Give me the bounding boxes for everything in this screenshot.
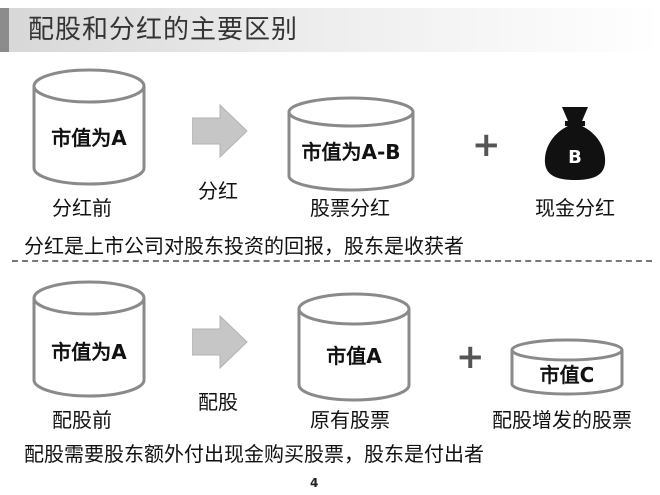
- caption-cash-dividend: 现金分红: [535, 196, 615, 220]
- cylinder-label: 市值A: [326, 344, 382, 368]
- slide-title: 配股和分红的主要区别: [28, 15, 299, 45]
- cylinder-label: 市值为A: [51, 340, 127, 364]
- caption-new-shares: 配股增发的股票: [492, 408, 632, 432]
- caption-before-dividend: 分红前: [52, 196, 112, 220]
- summary-dividend: 分红是上市公司对股东投资的回报，股东是收获者: [24, 234, 464, 258]
- money-bag-icon: B: [544, 107, 606, 180]
- cylinder-label: 市值为A-B: [301, 140, 401, 164]
- section-divider: [12, 260, 652, 262]
- right-arrow-icon: [192, 315, 248, 369]
- caption-original-shares: 原有股票: [310, 408, 390, 432]
- cylinder-before-dividend: 市值为A: [32, 68, 146, 186]
- arrow-label-dividend: 分红: [198, 179, 238, 203]
- plus-sign: +: [456, 337, 485, 377]
- cylinder-before-rights-issue: 市值为A: [32, 280, 146, 398]
- cylinder-label: 市值为A: [51, 126, 127, 150]
- cylinder-new-shares: 市值C: [510, 338, 624, 396]
- cylinder-shape: [297, 292, 411, 402]
- cylinder-shape: [287, 96, 415, 192]
- summary-rights-issue: 配股需要股东额外付出现金购买股票，股东是付出者: [24, 442, 484, 466]
- right-arrow-icon: [192, 104, 248, 158]
- caption-before-rights-issue: 配股前: [52, 408, 112, 432]
- cylinder-shape: [510, 338, 624, 396]
- cylinder-label: 市值C: [539, 363, 595, 387]
- page-number: 4: [310, 476, 319, 490]
- money-bag-letter: B: [568, 147, 582, 168]
- cylinder-shape: [32, 68, 146, 186]
- title-bar: [0, 8, 660, 52]
- cylinder-shape: [32, 280, 146, 398]
- plus-sign: +: [472, 125, 501, 165]
- cylinder-original-shares: 市值A: [297, 292, 411, 402]
- caption-stock-dividend: 股票分红: [310, 196, 390, 220]
- cylinder-after-dividend: 市值为A-B: [287, 96, 415, 192]
- arrow-label-rights-issue: 配股: [198, 390, 238, 414]
- title-accent: [0, 8, 9, 52]
